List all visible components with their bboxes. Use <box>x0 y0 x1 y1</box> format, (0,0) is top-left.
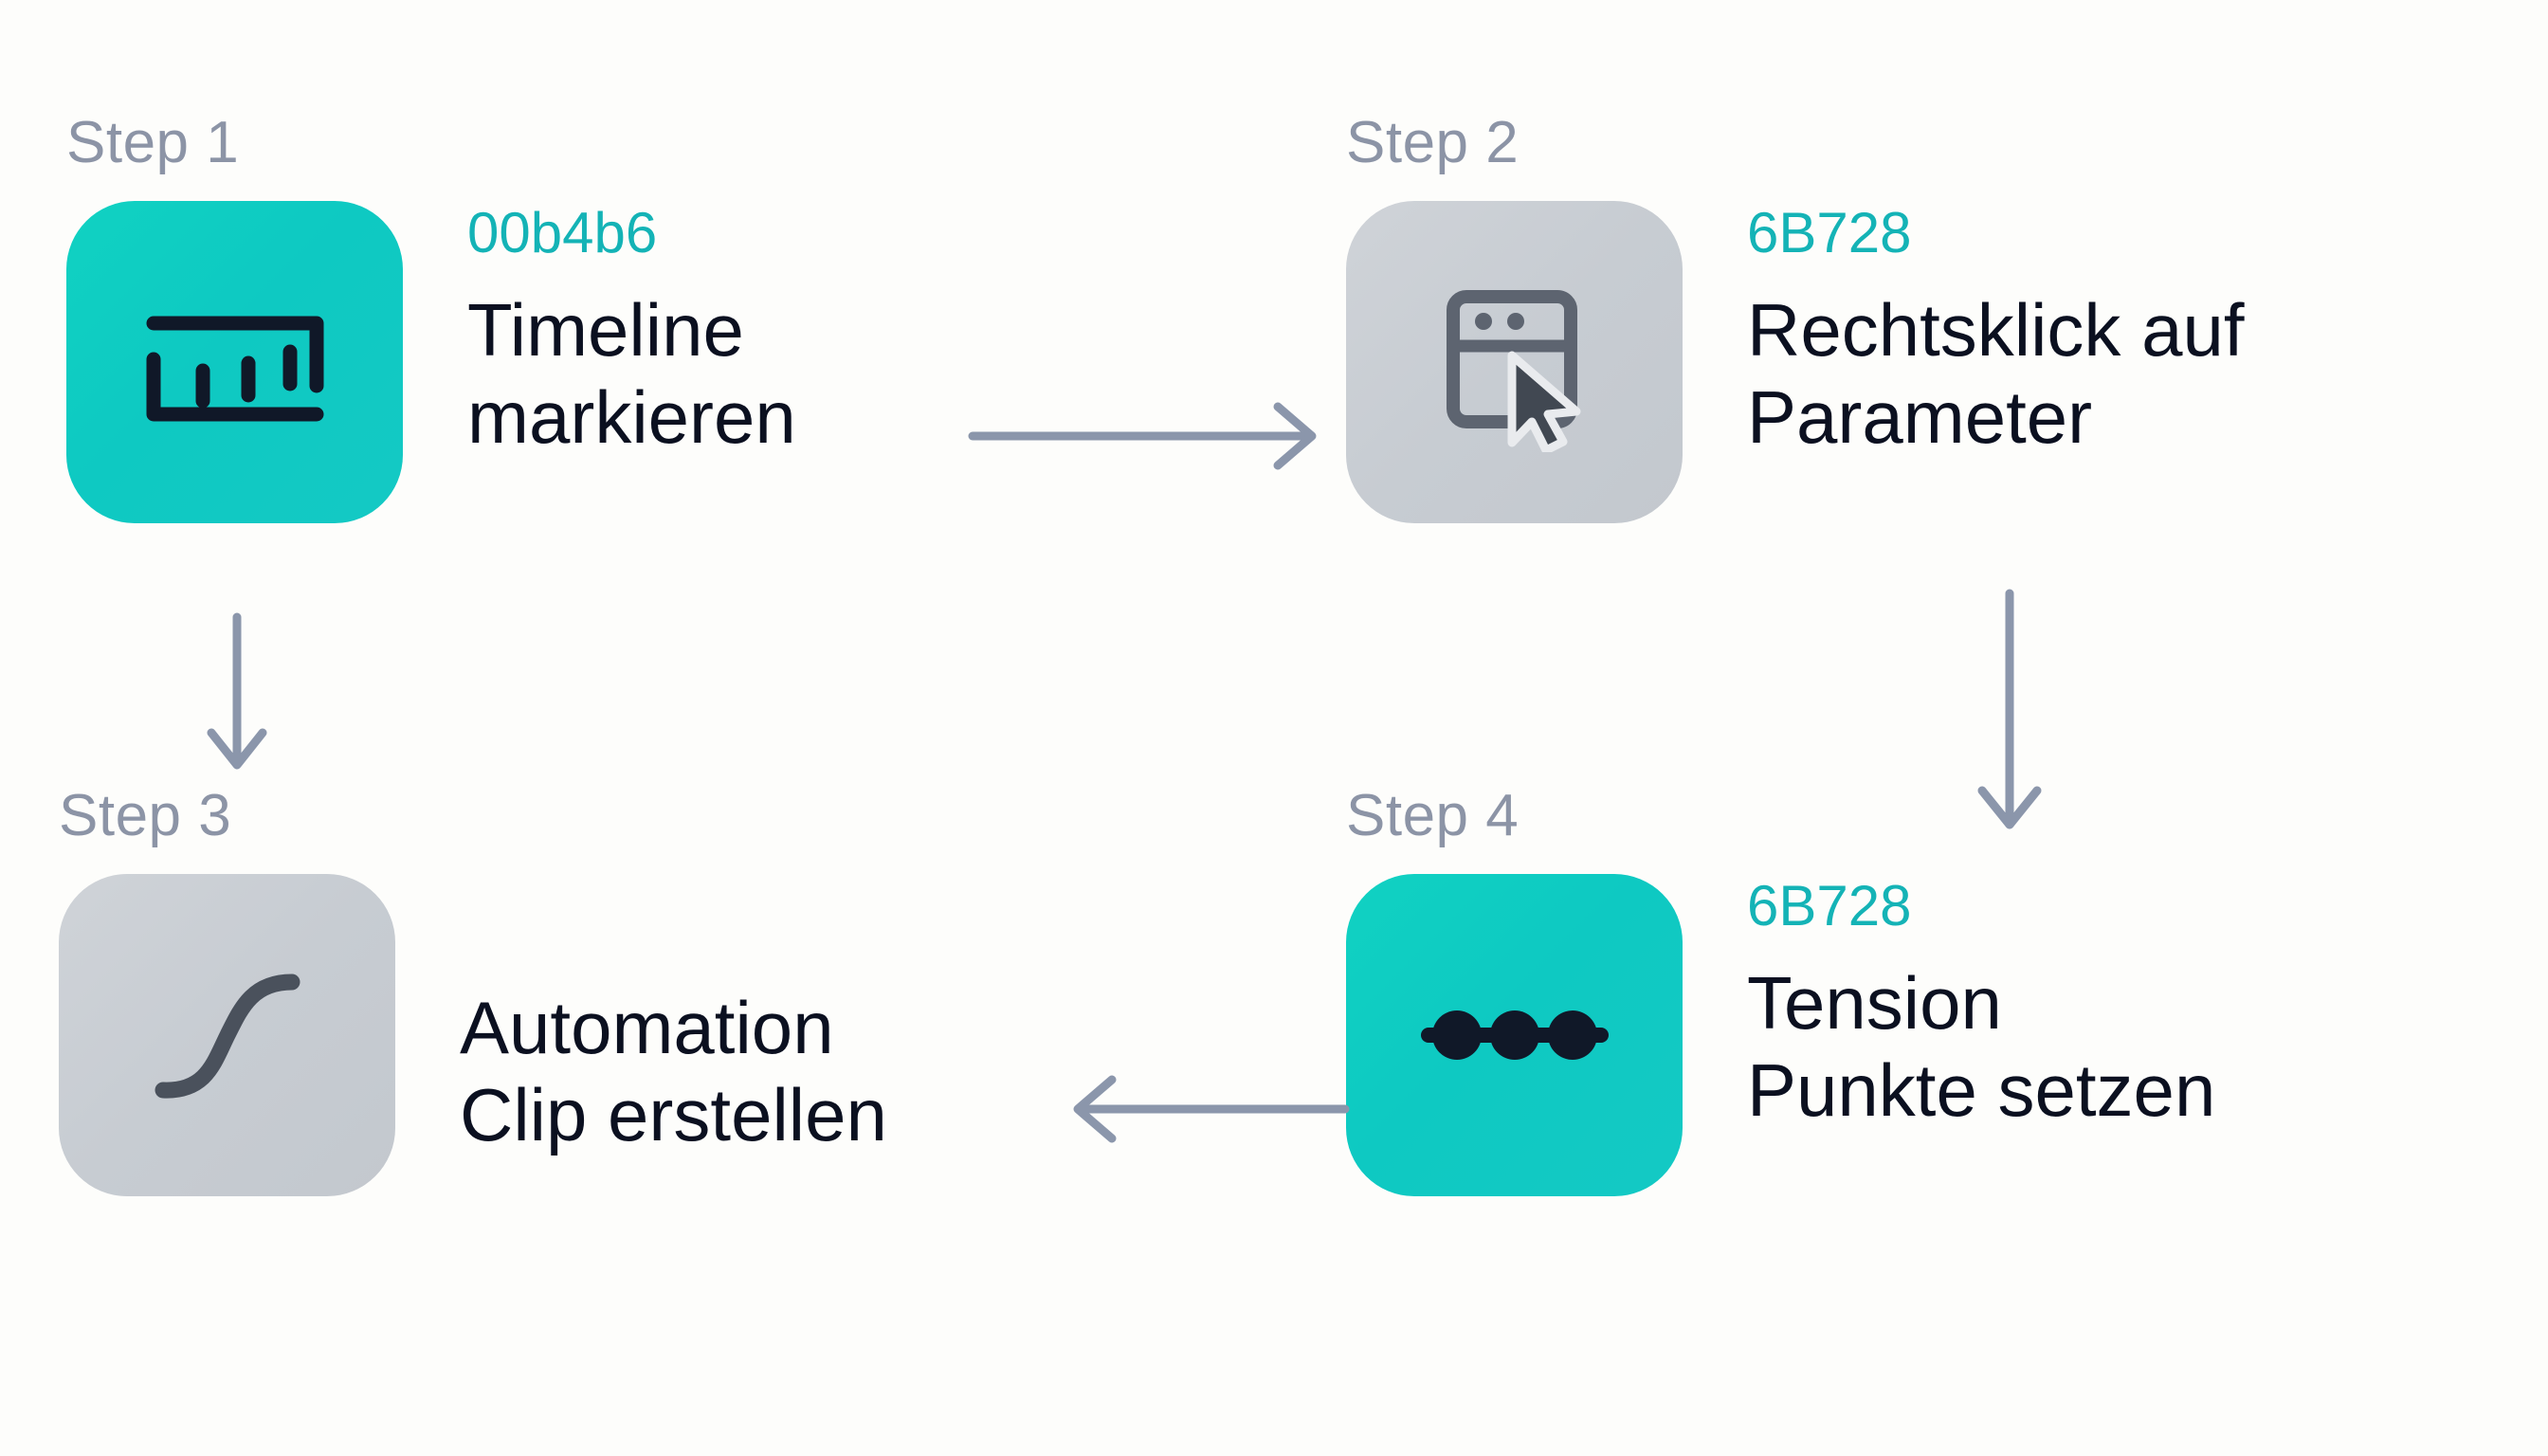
step-4-icon-column: Step 4 <box>1346 787 1683 1196</box>
step-card-1[interactable]: Step 1 00b4b6 Timeline markieren <box>66 114 796 523</box>
step-4-hex-label: 6B728 <box>1747 874 1912 937</box>
step-2-icon-column: Step 2 <box>1346 114 1683 523</box>
arrow-step2-to-step4 <box>1967 588 2052 853</box>
arrow-step1-to-step2 <box>967 393 1337 479</box>
step-card-3[interactable]: Step 3 Automation Clip erstellen <box>59 787 887 1196</box>
arrow-step1-to-step3 <box>194 611 280 792</box>
step-4-caption: Tension Punkte setzen <box>1747 961 2216 1133</box>
timeline-ruler-icon <box>140 291 330 433</box>
step-4-text-column: 6B728 Tension Punkte setzen <box>1747 878 2215 1134</box>
step-1-icon-column: Step 1 <box>66 114 403 523</box>
step-1-caption: Timeline markieren <box>467 288 796 460</box>
step-1-hex-label: 00b4b6 <box>467 201 658 264</box>
context-menu-cursor-icon <box>1425 272 1605 452</box>
step-1-tile[interactable] <box>66 201 403 523</box>
step-2-text-column: 6B728 Rechtsklick auf Parameter <box>1747 205 2245 461</box>
step-3-caption: Automation Clip erstellen <box>460 986 887 1157</box>
step-4-label: Step 4 <box>1346 783 1520 848</box>
step-3-tile[interactable] <box>59 874 395 1196</box>
step-3-label: Step 3 <box>59 783 232 848</box>
step-3-text-column: Automation Clip erstellen <box>460 959 887 1158</box>
step-2-caption: Rechtsklick auf Parameter <box>1747 288 2245 460</box>
keyframe-points-icon <box>1415 992 1614 1078</box>
step-card-4[interactable]: Step 4 6B728 Tension Punkte setzen <box>1346 787 2215 1196</box>
ease-curve-icon <box>133 950 322 1120</box>
step-2-label: Step 2 <box>1346 110 1520 175</box>
step-1-label: Step 1 <box>66 110 240 175</box>
step-3-icon-column: Step 3 <box>59 787 395 1196</box>
step-2-hex-label: 6B728 <box>1747 201 1912 264</box>
arrow-step4-to-step3 <box>1057 1066 1351 1152</box>
step-2-tile[interactable] <box>1346 201 1683 523</box>
step-card-2[interactable]: Step 2 6B728 Rechtsklick auf Parameter <box>1346 114 2245 523</box>
step-1-text-column: 00b4b6 Timeline markieren <box>467 205 796 461</box>
step-4-tile[interactable] <box>1346 874 1683 1196</box>
